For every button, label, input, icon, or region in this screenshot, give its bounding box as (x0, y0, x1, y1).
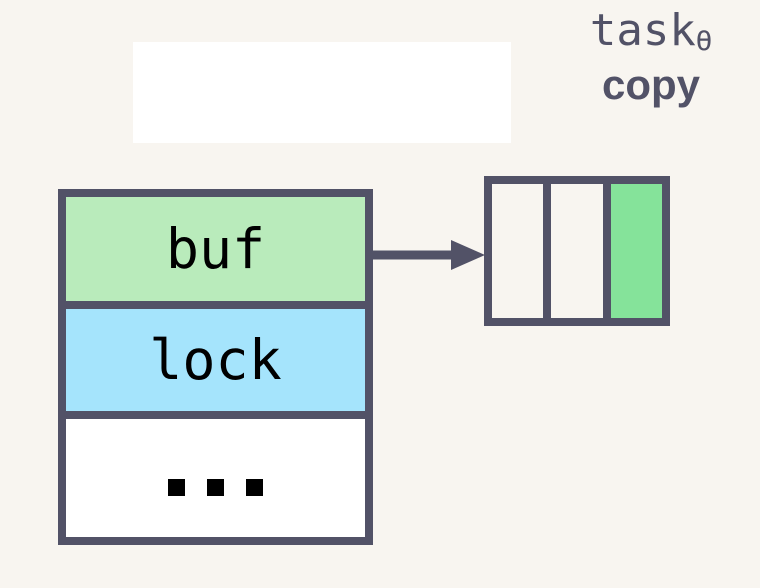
task-title-text: task (589, 5, 696, 56)
task-title-subscript: Ө (695, 26, 713, 57)
task-subtitle: copy (601, 61, 701, 108)
ellipsis-dot (207, 478, 224, 496)
buffer-cell-1 (551, 184, 603, 318)
ellipsis-dot (168, 478, 185, 496)
struct-box: buf lock (58, 189, 373, 545)
buffer-cell-2 (610, 184, 662, 318)
buffer-cell-0 (492, 184, 544, 318)
struct-field-lock: lock (66, 309, 365, 411)
task-title: taskӨ (556, 5, 746, 57)
struct-field-buf-label: buf (165, 216, 266, 281)
pointer-arrow-icon (373, 240, 485, 270)
ellipsis-icon (168, 478, 263, 496)
buffer-array (484, 176, 670, 326)
ellipsis-dot (246, 478, 263, 496)
blank-white-plate (133, 42, 511, 143)
struct-field-lock-label: lock (149, 327, 282, 392)
struct-field-buf: buf (66, 197, 365, 301)
struct-field-ellipsis (66, 419, 365, 537)
